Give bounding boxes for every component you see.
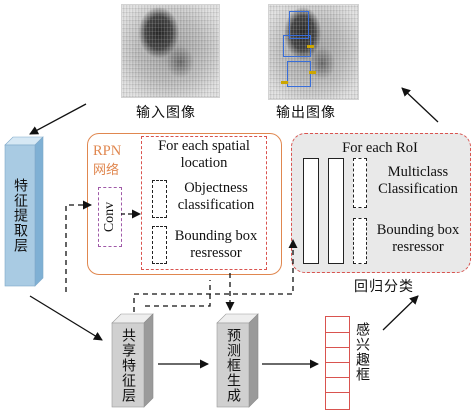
detection-label-tag	[309, 71, 316, 74]
objectness-label: Objectness classification	[177, 180, 255, 213]
roi-panel	[291, 133, 471, 273]
feature-extraction-block: 特征提取层	[5, 145, 35, 286]
proposal-generation-label: 预测框生成	[225, 327, 241, 403]
detection-label-tag	[307, 45, 314, 48]
output-image-caption: 输出图像	[276, 105, 336, 121]
roi-heading: For each RoI	[342, 140, 418, 156]
roi-bbox-box	[353, 218, 367, 264]
input-image-caption: 输入图像	[136, 105, 196, 121]
detection-box	[289, 11, 309, 39]
regression-classification-caption: 回归分类	[354, 279, 414, 295]
proposal-generation-block: 预测框生成	[217, 323, 249, 407]
rpn-bbox-box	[152, 226, 167, 264]
rpn-title: RPN	[93, 143, 122, 159]
roi-bbox-label: Bounding box resressor	[376, 222, 460, 255]
roi-region-stack	[325, 316, 350, 410]
rpn-title-cn: 网络	[93, 163, 120, 178]
roi-region-label: 感兴趣框	[354, 322, 370, 382]
fc-layer	[328, 158, 344, 264]
objectness-box	[152, 180, 167, 218]
multiclass-label: Multiclass Classification	[378, 164, 458, 197]
spatial-location-heading: For each spatial location	[158, 138, 250, 171]
multiclass-box	[353, 158, 367, 208]
roi-region-label-wrap: 感兴趣框	[354, 322, 379, 387]
input-image	[121, 4, 220, 98]
conv-box: Conv	[98, 187, 122, 247]
detection-label-tag	[281, 81, 288, 84]
shared-features-block: 共享特征层	[112, 323, 144, 407]
detection-box	[287, 61, 311, 87]
shared-features-label: 共享特征层	[120, 327, 136, 403]
output-image	[268, 4, 359, 100]
feature-extraction-label: 特征提取层	[12, 178, 28, 253]
fc-layer	[303, 158, 319, 264]
rpn-bbox-label: Bounding box resressor	[174, 228, 258, 261]
